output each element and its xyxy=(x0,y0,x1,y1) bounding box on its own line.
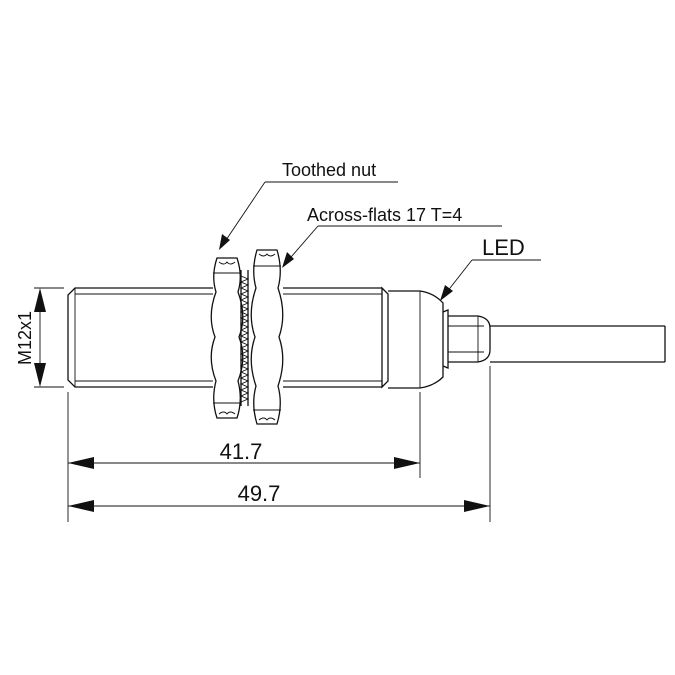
hex-nut xyxy=(250,249,284,425)
thread-dimension xyxy=(34,287,64,388)
toothed-nut-label: Toothed nut xyxy=(282,160,376,180)
led-label: LED xyxy=(482,235,525,260)
dimension-41-7 xyxy=(68,457,420,469)
extension-lines xyxy=(67,366,491,522)
threaded-barrel xyxy=(67,287,213,388)
toothed-washer xyxy=(239,270,250,406)
cable xyxy=(490,325,666,363)
thread-size-label: M12x1 xyxy=(15,311,35,365)
dimension-49-7 xyxy=(68,500,490,512)
led-leader xyxy=(440,259,541,301)
sensor-housing xyxy=(388,290,444,389)
toothed-nut xyxy=(210,257,244,419)
across-flats-label: Across-flats 17 T=4 xyxy=(307,205,462,225)
cable-gland xyxy=(442,309,491,369)
across-flats-leader xyxy=(282,225,502,268)
overall-length-label: 49.7 xyxy=(238,481,281,506)
inner-length-label: 41.7 xyxy=(220,439,263,464)
barrel-rear-section xyxy=(283,286,389,389)
toothed-nut-leader xyxy=(219,181,398,250)
